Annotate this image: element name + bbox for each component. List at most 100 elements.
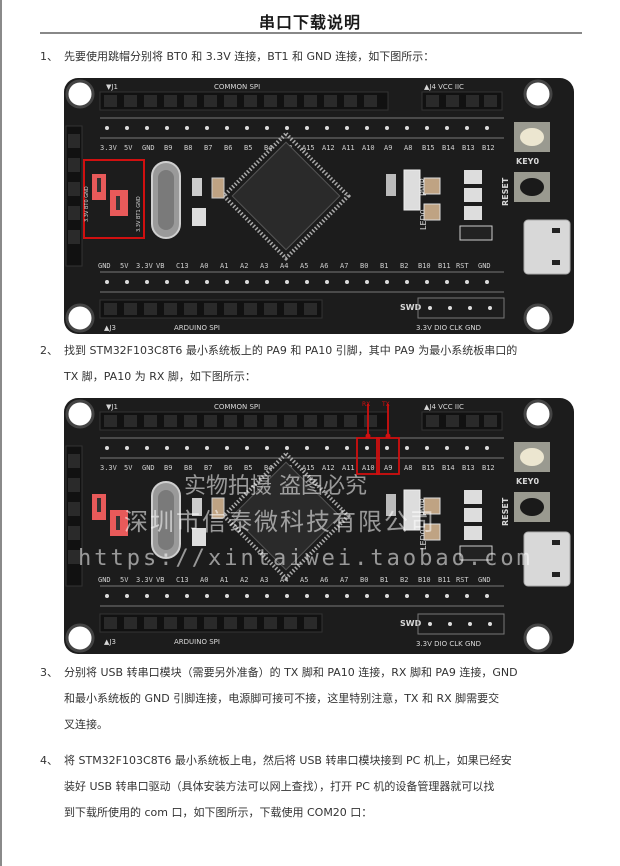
svg-text:3.3V: 3.3V [100,464,118,472]
svg-text:▲J3: ▲J3 [104,324,116,332]
svg-text:B2: B2 [400,576,408,584]
svg-text:A8: A8 [404,464,412,472]
svg-text:3.3V DIO CLK GND: 3.3V DIO CLK GND [416,640,481,648]
svg-text:B5: B5 [244,464,252,472]
svg-text:A11: A11 [342,144,355,152]
jumper-highlight-box [83,159,145,239]
svg-text:A8: A8 [404,144,412,152]
svg-text:B5: B5 [244,144,252,152]
step-text-continued: 装好 USB 转串口驱动（具体安装方法可以网上查找），打开 PC 机的设备管理器… [64,780,495,793]
svg-text:A15: A15 [302,464,315,472]
step-text: 将 STM32F103C8T6 最小系统板上电，然后将 USB 转串口模块接到 … [64,754,512,767]
svg-text:A4: A4 [280,262,288,270]
svg-text:C13: C13 [176,262,189,270]
step-text: 分别将 USB 转串口模块（需要另外准备）的 TX 脚和 PA10 连接，RX … [64,666,518,679]
svg-text:A10: A10 [362,144,375,152]
svg-text:KEY0: KEY0 [516,477,539,486]
svg-text:A15: A15 [302,144,315,152]
svg-text:SWD: SWD [400,619,422,628]
j1-label: ▼J1 [106,83,118,91]
svg-text:VB: VB [156,262,164,270]
step-number: 4、 [40,754,58,767]
svg-text:RST: RST [456,576,469,584]
step-text-continued: 叉连接。 [64,718,108,731]
svg-text:A0: A0 [200,576,208,584]
svg-text:A5: A5 [300,576,308,584]
svg-text:B7: B7 [204,464,212,472]
svg-text:A3: A3 [260,262,268,270]
svg-text:A6: A6 [320,262,328,270]
svg-text:GND: GND [478,262,491,270]
svg-text:5V: 5V [124,464,133,472]
svg-text:A4: A4 [280,576,288,584]
svg-text:B0: B0 [360,262,368,270]
svg-text:A0: A0 [200,262,208,270]
svg-text:B9: B9 [164,144,172,152]
step-number: 2、 [40,344,58,357]
svg-text:3.3V: 3.3V [136,576,154,584]
svg-text:B1: B1 [380,262,388,270]
svg-text:GND: GND [98,576,111,584]
svg-text:A2: A2 [240,576,248,584]
step-text-continued: 到下载所使用的 com 口，如下图所示，下载使用 COM20 口： [64,806,373,819]
svg-text:TX: TX [381,401,390,408]
swd-label: SWD [400,303,422,312]
svg-text:B13: B13 [462,144,475,152]
svg-text:B10: B10 [418,576,431,584]
svg-text:A10: A10 [362,464,375,472]
svg-text:B14: B14 [442,464,455,472]
svg-text:ARDUINO SPI: ARDUINO SPI [174,324,220,332]
step-text-continued: 和最小系统板的 GND 引脚连接，电源脚可接可不接，这里特别注意，TX 和 RX… [64,692,500,705]
svg-text:A2: A2 [240,262,248,270]
svg-text:VB: VB [156,576,164,584]
svg-text:GND: GND [478,576,491,584]
title-divider [40,32,582,34]
svg-text:COMMON SPI: COMMON SPI [214,83,260,91]
svg-text:3.3V BT0 GND: 3.3V BT0 GND [84,186,90,222]
step-2: 2、找到 STM32F103C8T6 最小系统板上的 PA9 和 PA10 引脚… [40,338,600,390]
svg-text:A5: A5 [300,262,308,270]
svg-text:5V: 5V [120,262,129,270]
document-title: 串口下载说明 [258,13,361,32]
svg-text:A11: A11 [342,464,355,472]
svg-text:A12: A12 [322,144,335,152]
svg-text:B11: B11 [438,576,451,584]
svg-text:▲J3: ▲J3 [104,638,116,646]
svg-text:B1: B1 [380,576,388,584]
step-1: 1、先要使用跳帽分别将 BT0 和 3.3V 连接，BT1 和 GND 连接，如… [40,44,600,70]
svg-text:B10: B10 [418,262,431,270]
svg-text:GND: GND [142,144,155,152]
svg-text:5V: 5V [120,576,129,584]
svg-text:▲J4 VCC IIC: ▲J4 VCC IIC [424,403,464,411]
svg-text:B12: B12 [482,464,495,472]
svg-text:A1: A1 [220,576,228,584]
svg-text:B13: B13 [462,464,475,472]
svg-text:3.3V BT1 GND: 3.3V BT1 GND [136,196,142,232]
step-number: 1、 [40,50,58,63]
svg-text:B11: B11 [438,262,451,270]
svg-text:B14: B14 [442,144,455,152]
key0-label: KEY0 [516,157,539,166]
svg-text:RESET: RESET [501,497,510,526]
svg-text:RX: RX [362,401,370,408]
svg-text:GND: GND [98,262,111,270]
reset-label: RESET [501,177,510,206]
svg-text:GND: GND [142,464,155,472]
svg-text:▲J4 VCC IIC: ▲J4 VCC IIC [424,83,464,91]
svg-text:B8: B8 [184,464,192,472]
svg-text:ARDUINO SPI: ARDUINO SPI [174,638,220,646]
svg-text:B0: B0 [360,576,368,584]
svg-text:COMMON SPI: COMMON SPI [214,403,260,411]
svg-text:B15: B15 [422,144,435,152]
svg-text:B6: B6 [224,144,232,152]
step-number: 3、 [40,666,58,679]
step-3: 3、分别将 USB 转串口模块（需要另外准备）的 TX 脚和 PA10 连接，R… [40,660,600,738]
svg-text:B15: B15 [422,464,435,472]
svg-text:B4: B4 [264,464,272,472]
step-text-continued: TX 脚，PA10 为 RX 脚，如下图所示： [64,370,256,383]
svg-text:A3: A3 [260,576,268,584]
svg-text:A7: A7 [340,262,348,270]
